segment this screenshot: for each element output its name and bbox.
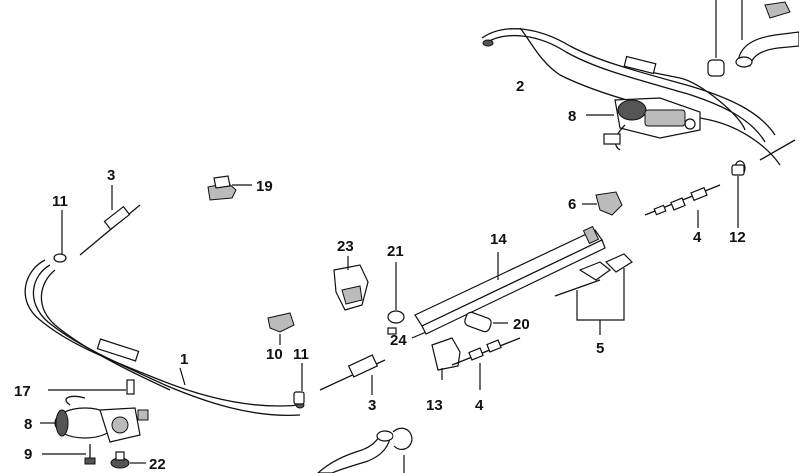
callout-22: 22 bbox=[149, 456, 166, 473]
screw-9 bbox=[42, 444, 96, 465]
fastener-22 bbox=[110, 451, 146, 469]
water-drain-hose bbox=[735, 0, 799, 68]
cable-guide-3-left bbox=[79, 185, 141, 256]
top-clip bbox=[764, 1, 791, 19]
cable-clip-6 bbox=[582, 191, 623, 216]
cable-guide-4-middle bbox=[451, 337, 521, 390]
slider-set-5 bbox=[554, 253, 633, 335]
hose-clip-lower bbox=[392, 427, 413, 473]
wind-deflector-clip-19 bbox=[207, 175, 252, 201]
water-drain-hose-lower bbox=[317, 430, 394, 473]
callout-labels: 1 2 3 3 4 4 5 6 8 8 9 10 11 11 12 13 14 … bbox=[14, 78, 746, 473]
hose-sleeve bbox=[707, 0, 725, 77]
callout-21: 21 bbox=[387, 243, 404, 260]
callout-19: 19 bbox=[256, 178, 273, 195]
retaining-ring-21 bbox=[387, 262, 405, 324]
cable-guide-3-middle bbox=[319, 354, 386, 395]
callout-5: 5 bbox=[596, 340, 604, 357]
callout-6: 6 bbox=[568, 196, 576, 213]
sleeve-20 bbox=[464, 311, 508, 333]
callout-13: 13 bbox=[426, 397, 443, 414]
callout-14: 14 bbox=[490, 231, 507, 248]
callout-2: 2 bbox=[516, 78, 524, 95]
callout-4-middle: 4 bbox=[475, 397, 484, 414]
bracket-13 bbox=[431, 337, 461, 380]
callout-9: 9 bbox=[24, 446, 32, 463]
sunroof-motor-lower bbox=[40, 395, 149, 443]
cable-guide-4-upper bbox=[644, 184, 721, 228]
callout-4-upper: 4 bbox=[693, 229, 702, 246]
cap-10 bbox=[267, 312, 295, 345]
guide-rail-14 bbox=[414, 225, 606, 335]
callout-17: 17 bbox=[14, 383, 31, 400]
mounting-pin-17 bbox=[48, 379, 135, 395]
callout-3-middle: 3 bbox=[368, 397, 376, 414]
callout-11-left: 11 bbox=[52, 193, 68, 210]
callout-11-right: 11 bbox=[293, 346, 309, 363]
bracket-23 bbox=[333, 256, 369, 311]
cable-end-fitting-12 bbox=[731, 164, 745, 228]
callout-1: 1 bbox=[180, 351, 188, 368]
callout-23: 23 bbox=[337, 238, 354, 255]
sunroof-motor-upper bbox=[586, 97, 701, 151]
callout-8-upper: 8 bbox=[568, 108, 576, 125]
callout-10: 10 bbox=[266, 346, 283, 363]
cable-end-fitting-11-right bbox=[293, 363, 305, 405]
callout-3-left: 3 bbox=[107, 167, 115, 184]
callout-20: 20 bbox=[513, 316, 530, 333]
drive-cable-1 bbox=[24, 253, 305, 417]
callout-12: 12 bbox=[729, 229, 746, 246]
callout-24: 24 bbox=[390, 332, 407, 349]
callout-8-lower: 8 bbox=[24, 416, 32, 433]
